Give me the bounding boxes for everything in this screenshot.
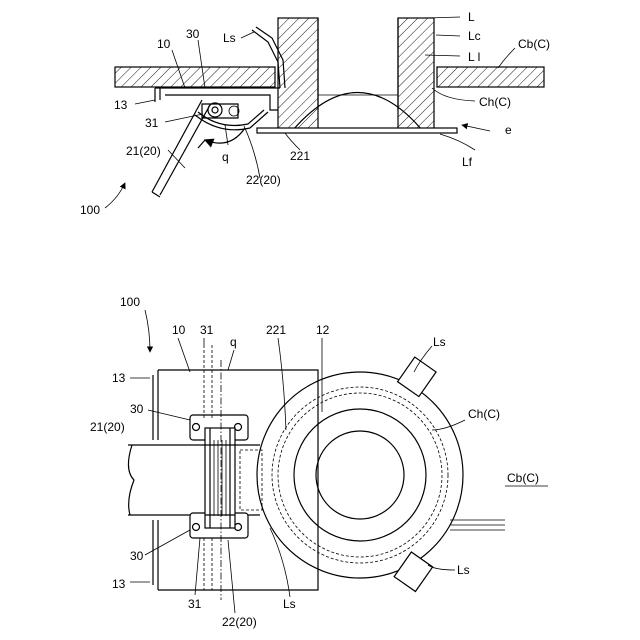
label-221: 221 [290, 149, 310, 163]
lamp-outer-ring [257, 372, 463, 578]
label-10: 10 [157, 37, 171, 51]
label-Chb: Ch(C) [468, 407, 500, 421]
label-Ch: Ch(C) [479, 95, 511, 109]
spring-tab-bottom [394, 552, 433, 591]
label-31: 31 [145, 116, 159, 130]
label-13top: 13 [112, 371, 126, 385]
label-30top: 30 [130, 402, 144, 416]
label-100b: 100 [120, 295, 140, 309]
plan-view: 100 [90, 295, 548, 629]
label-10b: 10 [172, 323, 186, 337]
label-13: 13 [114, 98, 128, 112]
label-31top: 31 [200, 323, 214, 337]
label-22: 22(20) [246, 173, 281, 187]
section-view: L Lc L l Cb(C) Ch(C) Ls 10 30 13 31 21(2… [80, 10, 550, 217]
ceiling-board-right [437, 67, 544, 87]
label-Cbb: Cb(C) [507, 471, 539, 485]
lamp-flange [257, 128, 457, 133]
label-30bot: 30 [130, 549, 144, 563]
label-Lf: Lf [462, 155, 473, 169]
label-13bot: 13 [112, 577, 126, 591]
label-Ls-right: Ls [457, 563, 470, 577]
lamp-inner-ring [294, 409, 426, 541]
label-22b: 22(20) [222, 615, 257, 629]
label-Ll: L l [468, 50, 480, 64]
lamp-lens [316, 431, 404, 519]
label-Ls: Ls [223, 31, 236, 45]
label-qb: q [230, 335, 237, 349]
label-221b: 221 [266, 323, 286, 337]
label-30: 30 [186, 27, 200, 41]
label-21b: 21(20) [90, 420, 125, 434]
label-100: 100 [80, 203, 100, 217]
label-12: 12 [316, 323, 330, 337]
label-q: q [222, 150, 229, 164]
label-21: 21(20) [126, 144, 161, 158]
label-e: e [505, 123, 512, 137]
ceiling-board-left [115, 67, 275, 87]
spring-tab-top [398, 357, 437, 396]
label-Ls-top: Ls [433, 335, 446, 349]
lamp-wall-right [398, 18, 434, 130]
plate-spring [195, 112, 268, 130]
label-Ls-bot: Ls [283, 597, 296, 611]
lever-arm [160, 105, 210, 195]
label-Cb: Cb(C) [518, 37, 550, 51]
label-Lc: Lc [468, 29, 481, 43]
label-L: L [468, 10, 475, 24]
label-31bot: 31 [188, 597, 202, 611]
